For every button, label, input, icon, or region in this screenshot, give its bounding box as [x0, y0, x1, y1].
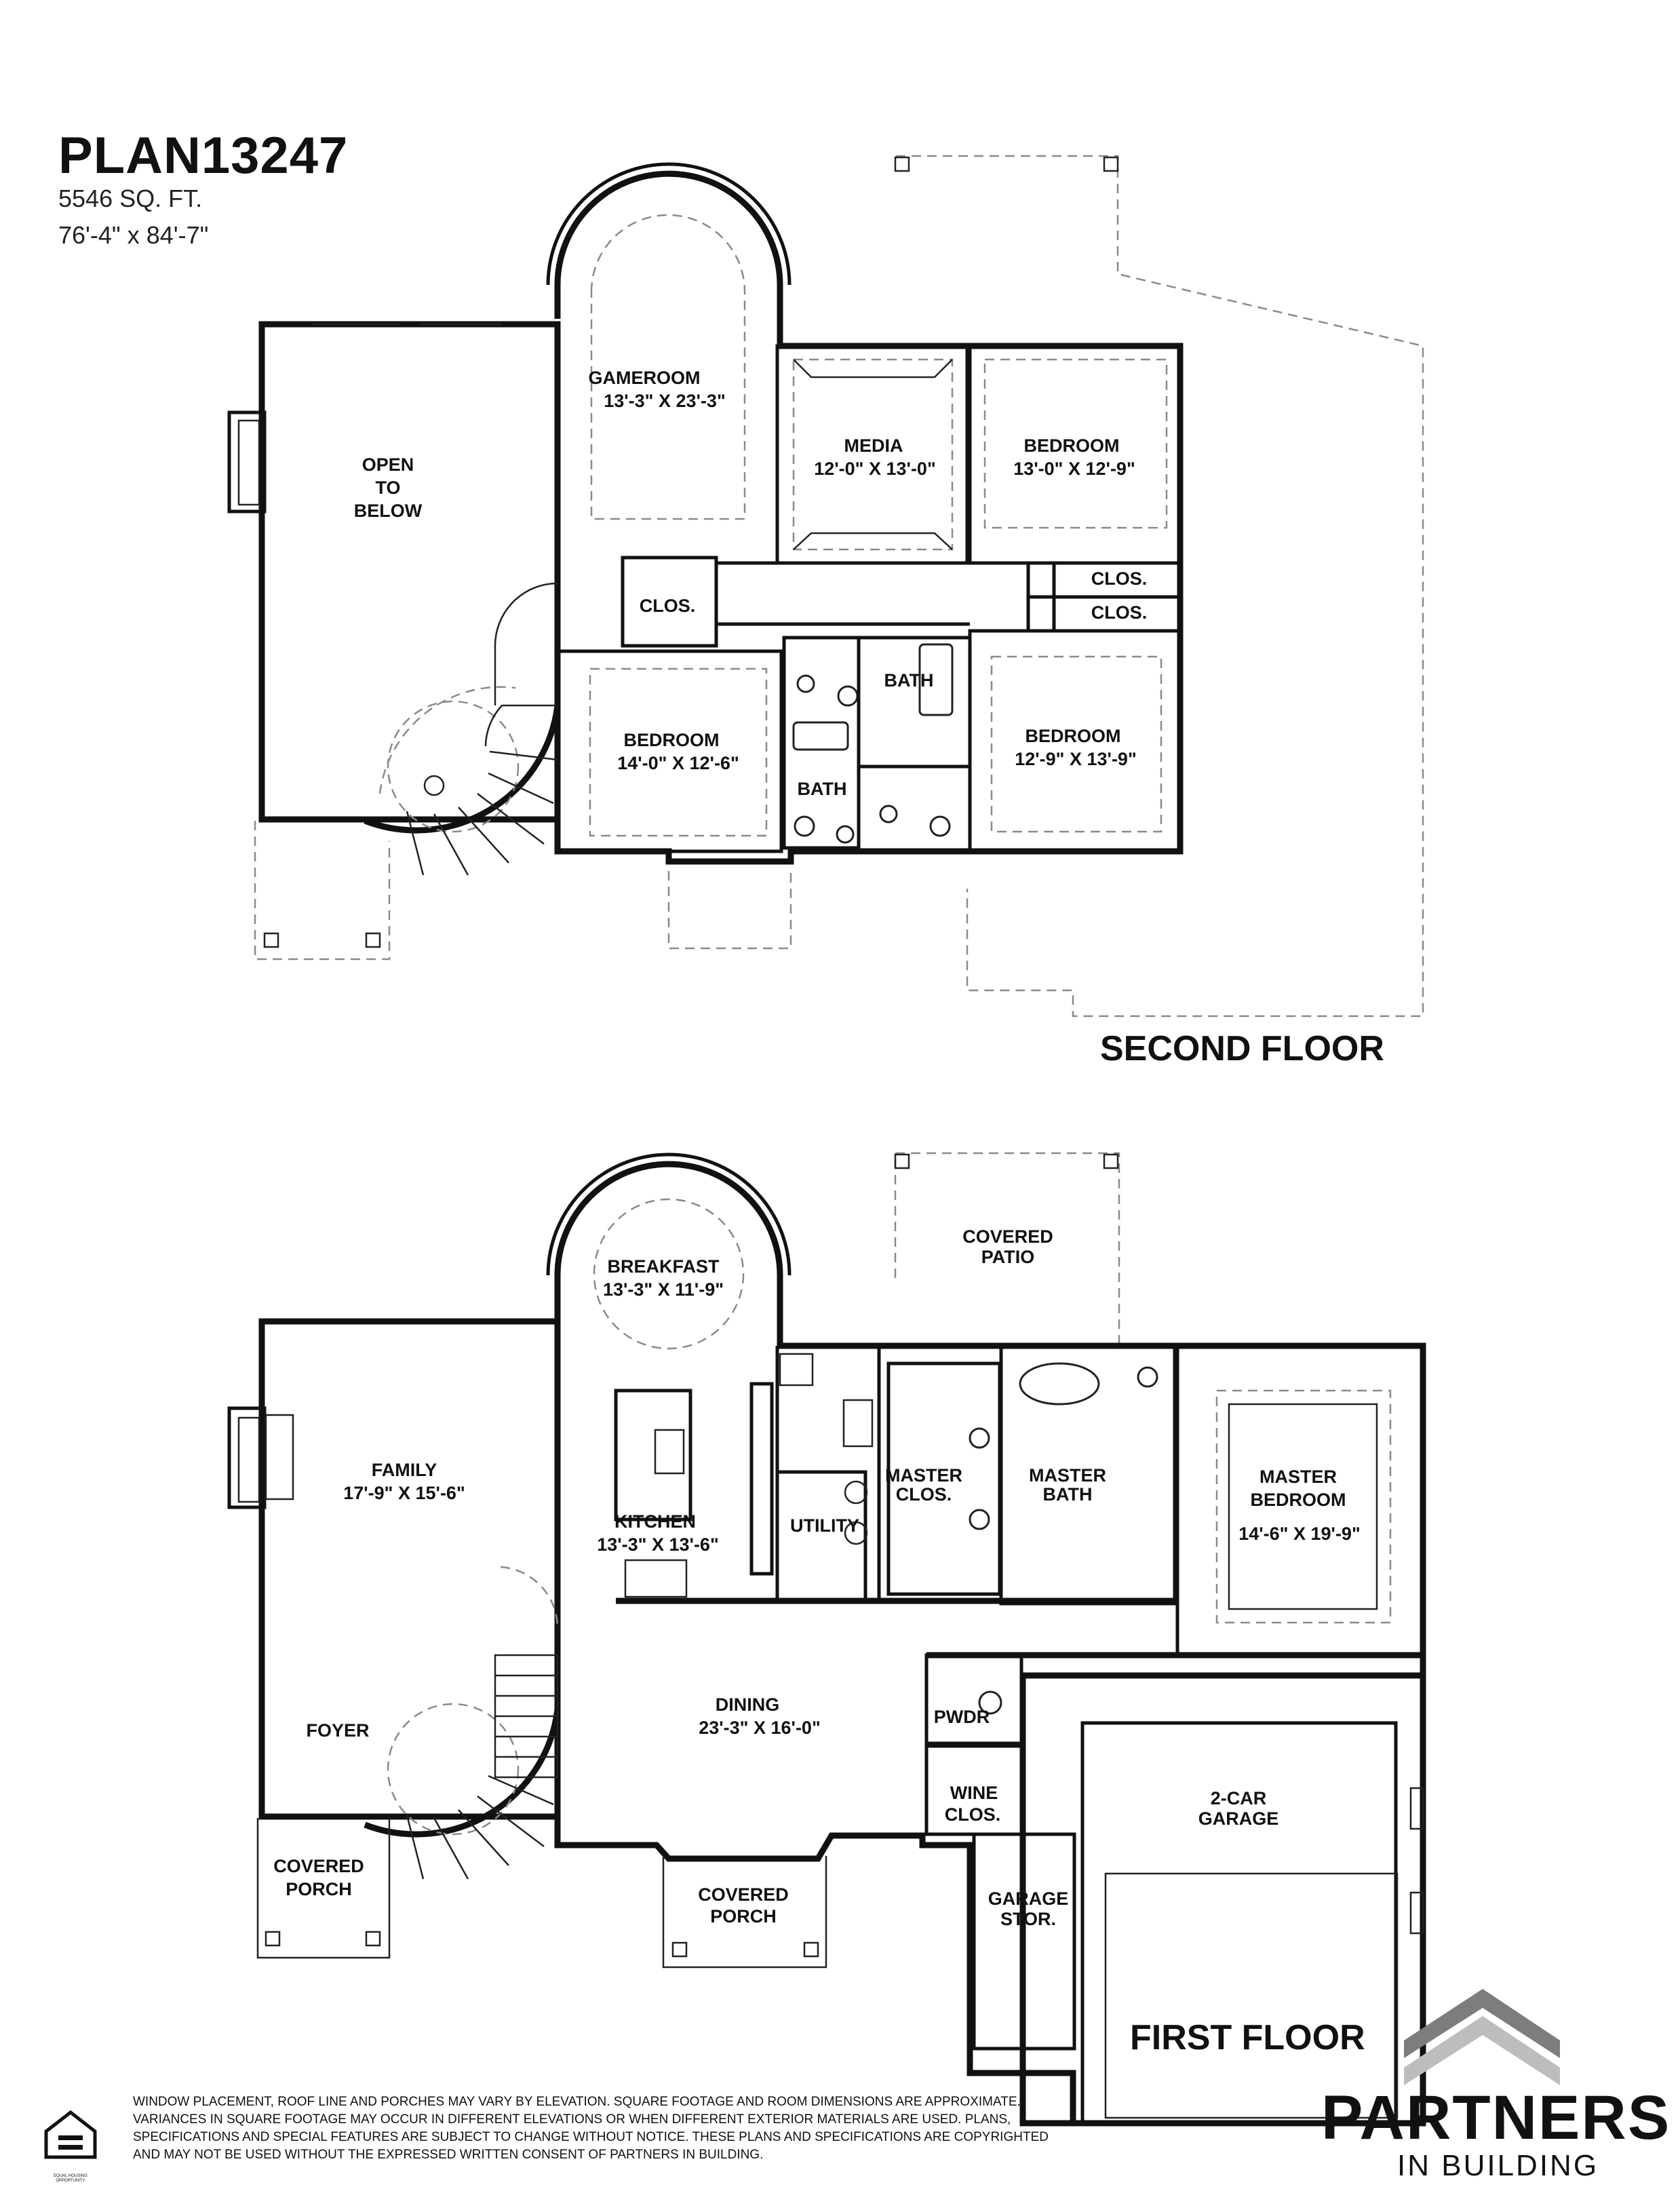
first-floor-plan — [227, 1152, 1426, 2127]
room-master-closet-line2: CLOS. — [896, 1484, 952, 1505]
room-bedroom-w-name: BEDROOM — [624, 730, 720, 750]
room-utility: UTILITY — [790, 1515, 859, 1536]
room-bedroom-se-size: 12'-9" X 13'-9" — [1015, 749, 1137, 769]
room-bedroom-w-size: 14'-0" X 12'-6" — [617, 753, 739, 773]
room-bath-lower: BATH — [798, 779, 847, 799]
room-master-bedroom-line2: BEDROOM — [1251, 1490, 1346, 1510]
second-floor-label: SECOND FLOOR — [1100, 1029, 1384, 1068]
room-dining-size: 23'-3" X 16'-0" — [699, 1718, 821, 1738]
room-porch-left-line1: COVERED — [273, 1856, 364, 1876]
room-wine-line1: WINE — [950, 1783, 998, 1803]
room-open-line3: BELOW — [354, 501, 423, 521]
room-gameroom-size: 13'-3" X 23'-3" — [604, 391, 726, 411]
room-bath-upper: BATH — [884, 670, 934, 691]
second-floor-room-labels: GAMEROOM 13'-3" X 23'-3" MEDIA 12'-0" X … — [354, 368, 1148, 799]
breakfast-turret-walls — [554, 1161, 783, 1346]
disclaimer-line: SPECIFICATIONS AND SPECIAL FEATURES ARE … — [133, 2130, 1049, 2144]
room-garage-line2: GARAGE — [1198, 1808, 1279, 1829]
room-breakfast-name: BREAKFAST — [607, 1256, 720, 1277]
covered-patio-outline — [894, 1152, 1120, 1343]
room-closet-hall: CLOS. — [640, 596, 696, 616]
room-porch-left-line2: PORCH — [286, 1879, 352, 1899]
room-porch-center-line2: PORCH — [710, 1906, 777, 1926]
room-patio-line2: PATIO — [981, 1247, 1035, 1267]
equal-housing-logo: EQUAL HOUSING OPPORTUNITY — [43, 2110, 98, 2183]
room-kitchen-size: 13'-3" X 13'-6" — [597, 1534, 719, 1555]
room-foyer: FOYER — [306, 1720, 369, 1741]
spiral-staircase-upper — [364, 582, 561, 876]
room-master-bedroom-line1: MASTER — [1259, 1467, 1337, 1487]
room-breakfast-size: 13'-3" X 11'-9" — [603, 1279, 724, 1300]
room-master-bath-line2: BATH — [1043, 1484, 1093, 1505]
second-floor-plan — [227, 155, 1424, 1018]
disclaimer-line: WINDOW PLACEMENT, ROOF LINE AND PORCHES … — [133, 2095, 1021, 2109]
room-family-name: FAMILY — [372, 1460, 437, 1480]
room-master-closet-line1: MASTER — [885, 1465, 962, 1486]
disclaimer-line: VARIANCES IN SQUARE FOOTAGE MAY OCCUR IN… — [133, 2112, 1011, 2127]
room-wine-line2: CLOS. — [945, 1804, 1001, 1825]
room-open-line1: OPEN — [362, 454, 414, 475]
room-garage-line1: 2-CAR — [1211, 1788, 1267, 1808]
covered-porch-left — [256, 1818, 391, 1959]
brand-name: PARTNERS — [1321, 2083, 1671, 2152]
plan-name: PLAN13247 — [58, 127, 349, 185]
room-closet-upper-right: CLOS. — [1091, 568, 1148, 589]
room-master-bath-line1: MASTER — [1029, 1465, 1106, 1486]
disclaimer: WINDOW PLACEMENT, ROOF LINE AND PORCHES … — [133, 2093, 1286, 2164]
room-media-name: MEDIA — [844, 435, 903, 456]
overall-dimensions: 76'-4" x 84'-7" — [58, 221, 209, 249]
first-floor-label: FIRST FLOOR — [1130, 2018, 1365, 2057]
first-floor-outer-walls — [554, 1342, 1426, 2127]
room-master-bedroom-size: 14'-6" X 19'-9" — [1238, 1524, 1361, 1544]
room-media-size: 12'-0" X 13'-0" — [814, 459, 936, 479]
spiral-staircase-lower — [364, 1566, 561, 1880]
room-bedroom-se-name: BEDROOM — [1025, 726, 1121, 746]
room-bedroom-ne-name: BEDROOM — [1024, 435, 1120, 456]
open-to-below-walls — [258, 321, 561, 823]
room-garage-storage-line1: GARAGE — [988, 1888, 1069, 1909]
roof-outline-right — [896, 155, 1424, 1018]
partners-logo-mark — [1404, 1989, 1560, 2085]
room-patio-line1: COVERED — [962, 1226, 1053, 1247]
room-kitchen-name: KITCHEN — [614, 1511, 696, 1532]
room-family-size: 17'-9" X 15'-6" — [343, 1483, 465, 1503]
first-floor-room-labels: BREAKFAST 13'-3" X 11'-9" COVERED PATIO … — [273, 1226, 1361, 1929]
room-powder: PWDR — [934, 1707, 990, 1727]
room-gameroom-name: GAMEROOM — [589, 368, 701, 388]
covered-porch-center — [662, 1856, 827, 1969]
equal-housing-text: EQUAL HOUSING OPPORTUNITY — [54, 2174, 87, 2183]
disclaimer-line: AND MAY NOT BE USED WITHOUT THE EXPRESSE… — [133, 2148, 764, 2162]
room-closet-lower-right: CLOS. — [1091, 602, 1148, 623]
room-dining-name: DINING — [716, 1694, 780, 1715]
roof-outline-left — [254, 821, 391, 961]
room-bedroom-ne-size: 13'-0" X 12'-9" — [1013, 459, 1135, 479]
room-garage-storage-line2: STOR. — [1000, 1909, 1056, 1929]
room-open-line2: TO — [375, 478, 400, 498]
room-porch-center-line1: COVERED — [698, 1884, 789, 1905]
roof-outline-bottom — [667, 871, 792, 950]
gameroom-turret-walls — [554, 170, 783, 346]
square-footage: 5546 SQ. FT. — [58, 185, 203, 212]
brand-tagline: IN BUILDING — [1397, 2149, 1599, 2182]
